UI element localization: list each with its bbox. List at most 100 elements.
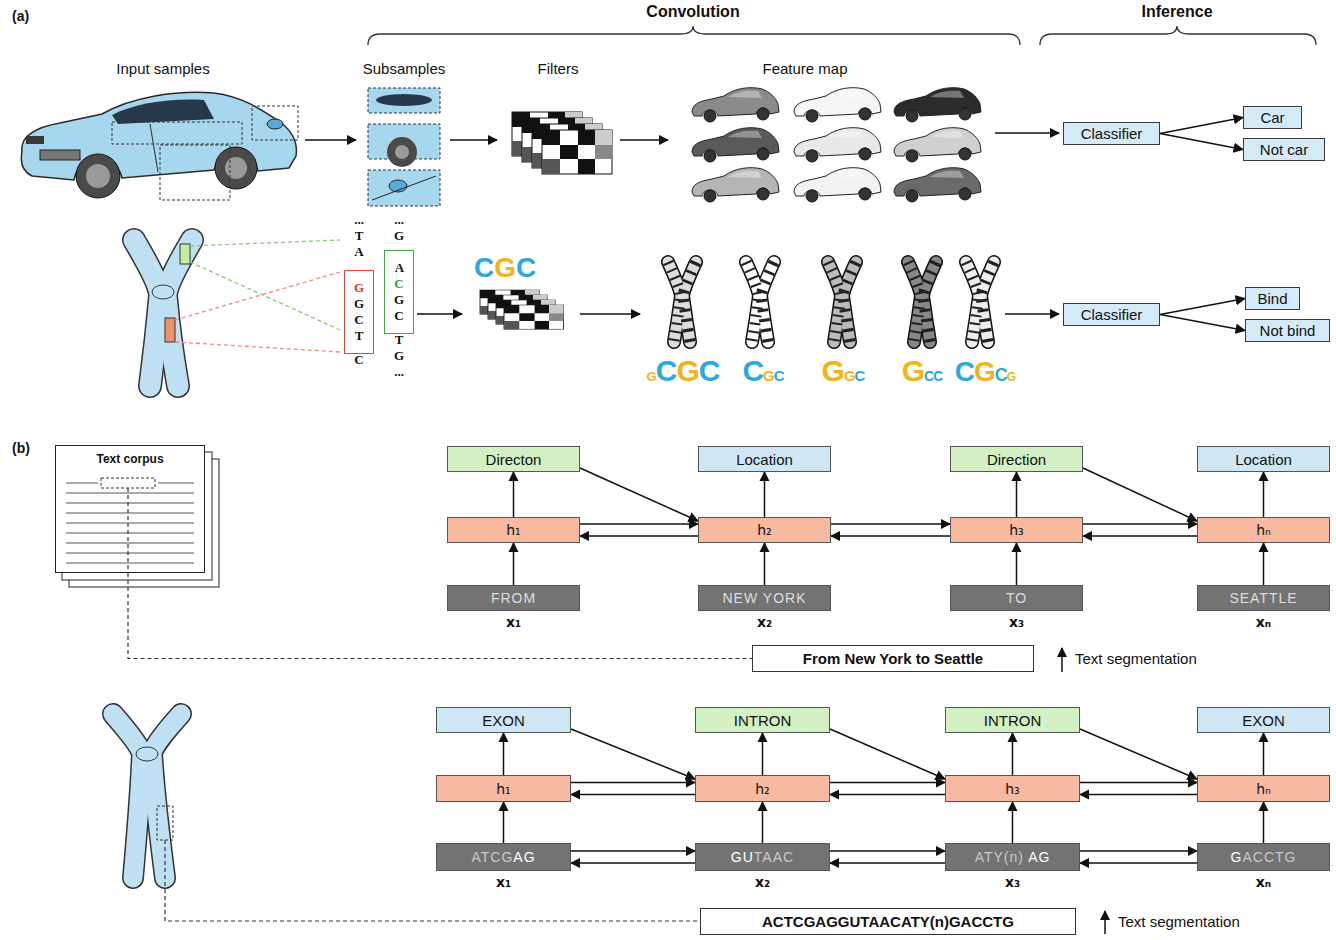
connector-arrow	[580, 468, 698, 521]
letter: C	[774, 367, 784, 384]
letter: T	[754, 849, 763, 865]
filter-motif: CGC	[474, 254, 536, 282]
car-illustration	[215, 147, 257, 189]
letter: G	[647, 369, 656, 384]
letter	[1024, 849, 1028, 865]
feature-map	[794, 168, 881, 202]
connector-arrow	[1016, 472, 1018, 517]
letter: T	[1275, 849, 1285, 865]
connector-arrow	[513, 472, 515, 517]
classifier-box: Classifier	[1063, 303, 1160, 326]
flow-arrow	[580, 313, 640, 315]
filter-stack	[480, 112, 612, 329]
chromosome	[152, 714, 181, 878]
document-lines	[66, 553, 194, 554]
car-illustration	[26, 136, 44, 144]
column-heading: Feature map	[762, 60, 847, 77]
class-label-box: Bind	[1245, 287, 1300, 310]
node-text: ACTCGAGGUTAACATY(n)GACCTG	[762, 913, 1014, 930]
car-illustration	[86, 164, 110, 188]
letter: A	[395, 260, 404, 275]
letter: G	[822, 354, 844, 387]
classifier-box: Classifier	[1063, 122, 1160, 145]
connector-arrow	[1263, 733, 1265, 775]
hidden-state: hₙ	[1197, 775, 1330, 802]
connector-arrow	[830, 782, 945, 784]
flow-arrow	[417, 313, 462, 315]
node-text: Not bind	[1260, 322, 1316, 339]
connector-arrow	[1263, 472, 1265, 517]
input-index: xₙ	[1256, 614, 1271, 630]
hidden-state: h₃	[950, 517, 1083, 543]
letter: G	[501, 849, 513, 865]
letter: G	[1231, 849, 1243, 865]
node-text: h₁	[496, 781, 511, 797]
leader-line	[190, 240, 340, 246]
node-text: A C G C	[392, 260, 406, 324]
flow-arrow	[1104, 911, 1106, 934]
tag-box: INTRON	[945, 707, 1080, 733]
chromosome	[134, 240, 160, 386]
letter: G	[1007, 370, 1015, 384]
connector-arrow	[1080, 794, 1197, 796]
letter: C	[995, 365, 1007, 385]
letter: A	[471, 849, 480, 865]
node-text: Location	[1235, 451, 1292, 468]
flow-arrow	[620, 139, 668, 141]
chromosome	[166, 240, 192, 386]
letter: A	[1028, 849, 1038, 865]
letter: C	[516, 252, 536, 283]
document-lines	[66, 493, 194, 494]
connector-arrow	[571, 729, 695, 779]
chromosome	[152, 714, 181, 878]
letter: C	[955, 356, 974, 387]
letter: G	[1285, 849, 1297, 865]
connector-arrow	[1016, 543, 1018, 585]
letter: C	[1253, 849, 1264, 865]
leader-line	[190, 262, 340, 330]
sentence-box: ACTCGAGGUTAACATY(n)GACCTG	[700, 908, 1076, 935]
letter: G	[354, 296, 364, 311]
car-illustration	[225, 157, 247, 179]
letter: (	[1004, 849, 1010, 865]
sequence-logo: CGCG	[955, 356, 1015, 386]
chromosome	[180, 244, 190, 264]
input-index: x₃	[1005, 874, 1020, 890]
letter: G	[844, 367, 855, 384]
connector-arrow	[1080, 782, 1197, 784]
letter: T	[355, 328, 364, 343]
tag-box: EXON	[1197, 707, 1330, 733]
flow-arrow	[305, 133, 1105, 934]
car-illustration	[21, 92, 298, 200]
subsample-thumbnail	[368, 170, 440, 206]
tag-box: Location	[1197, 446, 1330, 472]
section-heading: Convolution	[646, 3, 739, 21]
letter: A	[975, 849, 984, 865]
node-text: Directon	[486, 451, 542, 468]
node-text: ATY(n) AG	[975, 849, 1051, 865]
bracket	[368, 26, 1020, 45]
letter: C	[656, 354, 677, 387]
input-token: ATY(n) AG	[945, 843, 1080, 871]
feature-map	[746, 262, 774, 342]
document-lines	[158, 483, 194, 484]
class-label-box: Car	[1243, 106, 1302, 129]
input-index: x₁	[506, 614, 521, 630]
document-lines	[66, 563, 194, 564]
input-token: TO	[950, 585, 1083, 611]
node-text: EXON	[482, 712, 525, 729]
node-text: NEW YORK	[723, 590, 807, 606]
connector-arrow	[571, 862, 695, 864]
chromosome	[134, 240, 192, 386]
chromosome	[165, 840, 698, 921]
annotation: Text segmentation	[1118, 913, 1240, 930]
input-token: GACCTG	[1197, 843, 1330, 871]
connector-arrow	[831, 523, 950, 525]
letter: T	[984, 849, 994, 865]
sequence-logo: GGC	[822, 356, 865, 386]
car-illustration	[112, 122, 242, 144]
sentence-box: From New York to Seattle	[752, 645, 1034, 672]
subsample-thumbnail	[376, 94, 432, 106]
panel-label: (a)	[12, 8, 29, 24]
letter: )	[1018, 849, 1024, 865]
